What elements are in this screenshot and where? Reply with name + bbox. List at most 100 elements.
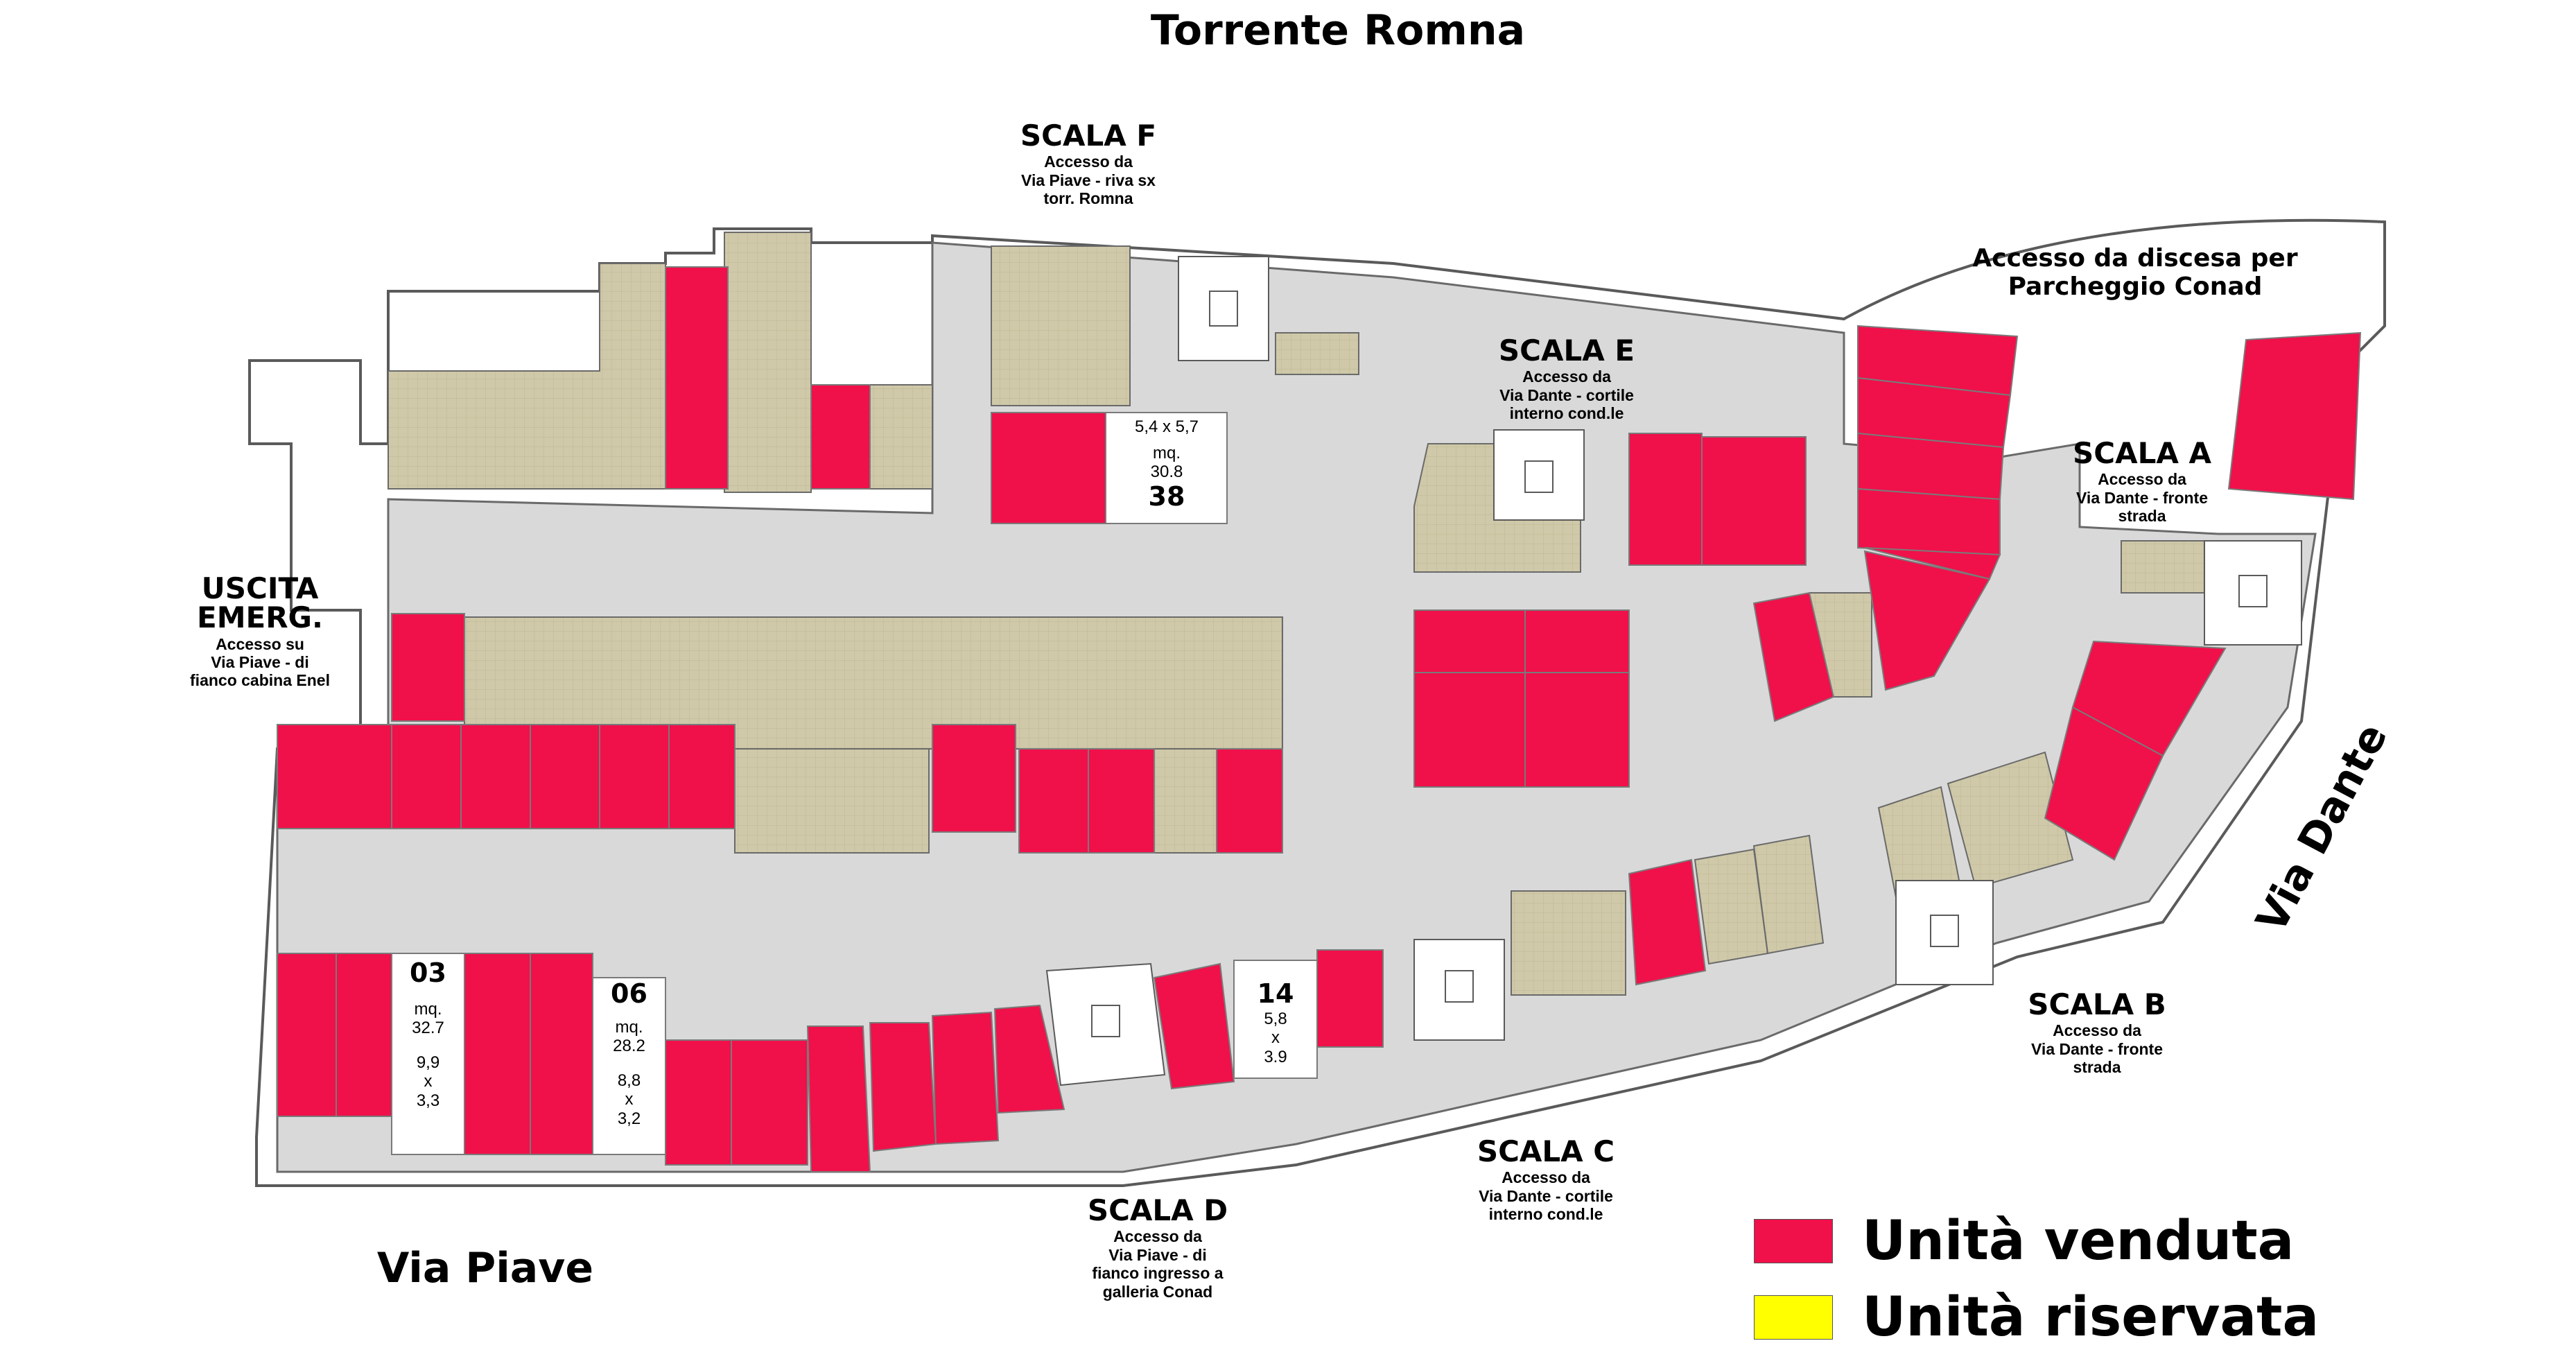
unit [1316, 949, 1384, 1048]
unit [1413, 609, 1526, 673]
unit [391, 613, 465, 722]
unit-03-area-label: mq. [414, 999, 442, 1019]
unit-38-area: 30.8 [1150, 462, 1183, 482]
scala-a-desc-1: Accesso da [2098, 470, 2186, 489]
unit [277, 724, 392, 829]
scala-b-desc-2: Via Dante - fronte [2031, 1039, 2163, 1058]
unit-06-area: 28.2 [613, 1037, 645, 1056]
unit-06-dim-2: x [625, 1090, 634, 1109]
stair-core-c [1413, 939, 1505, 1041]
unit [336, 953, 392, 1117]
legend-label-reserved: Unità riservata [1862, 1286, 2320, 1349]
stair-core-d [1045, 962, 1166, 1087]
unit [1524, 609, 1630, 673]
scala-f-desc-1: Accesso da [1044, 153, 1133, 171]
unit [665, 1039, 732, 1166]
scala-e-desc-2: Via Dante - cortile [1499, 386, 1634, 404]
stair-core-e [1493, 429, 1585, 521]
unit [1752, 591, 1835, 722]
unit [530, 724, 600, 829]
unit [1628, 858, 1707, 986]
sold-units [277, 266, 2362, 1172]
unit-info-blocks [391, 412, 1318, 1155]
unit-38-area-label: mq. [1152, 443, 1181, 462]
scala-f-title: SCALA F [1020, 119, 1157, 153]
scala-d-title: SCALA D [1087, 1193, 1228, 1227]
unit [1153, 962, 1235, 1090]
scala-b-desc-3: strada [2073, 1058, 2121, 1077]
unit-03-info: 03 mq. 32.7 9,9 x 3,3 [392, 958, 464, 1111]
stair-details [1091, 291, 2268, 1037]
scala-a-desc-3: strada [2118, 507, 2166, 526]
legend-swatch-sold [1754, 1219, 1833, 1263]
legend-label-sold: Unità venduta [1862, 1210, 2295, 1272]
unit [991, 412, 1106, 524]
scala-e-desc-1: Accesso da [1522, 367, 1611, 386]
unit [2227, 331, 2362, 501]
scala-a-title: SCALA A [2073, 436, 2211, 470]
scala-e-title: SCALA E [1498, 334, 1635, 367]
access-scala-e: SCALA E Accesso da Via Dante - cortile i… [1442, 334, 1691, 423]
unit [1524, 672, 1630, 788]
unit-03-dim-2: x [424, 1072, 433, 1091]
unit-03-dim-1: 9,9 [416, 1053, 440, 1072]
unit-14-dim-3: 3.9 [1264, 1047, 1287, 1066]
scala-b-title: SCALA B [2028, 987, 2166, 1021]
legend-swatch-reserved [1754, 1295, 1833, 1340]
unit [277, 953, 337, 1117]
unit-03-number: 03 [410, 958, 446, 988]
stair-core-f [1178, 256, 1269, 361]
unit [993, 1004, 1065, 1114]
legend-item-reserved: Unità riservata [1754, 1286, 2319, 1349]
unit-14-info: 14 5,8 x 3.9 [1234, 978, 1317, 1066]
unit [932, 724, 1016, 833]
unit [1628, 433, 1703, 566]
unit-14-dim-2: x [1271, 1028, 1280, 1048]
scala-d-desc-1: Accesso da [1113, 1227, 1202, 1246]
uscita-desc-3: fianco cabina Enel [190, 671, 330, 690]
uscita-desc-1: Accesso su [216, 634, 304, 653]
scala-a-desc-2: Via Dante - fronte [2076, 488, 2208, 507]
unit [391, 724, 462, 829]
unit-06-dim-1: 8,8 [617, 1071, 641, 1090]
street-torrente-romna: Torrente Romna [1150, 6, 1526, 55]
unit [665, 266, 729, 490]
access-scala-c: SCALA C Accesso da Via Dante - cortile i… [1421, 1134, 1671, 1224]
scala-d-desc-2: Via Piave - di [1108, 1245, 1207, 1264]
scala-c-desc-1: Accesso da [1502, 1168, 1590, 1187]
unit [530, 953, 593, 1155]
unit [668, 724, 736, 829]
unit-06-number: 06 [611, 978, 647, 1009]
parcheggio-title-1: Accesso da discesa per [1972, 244, 2298, 272]
unit [931, 1011, 1000, 1145]
unit [1864, 547, 2001, 580]
unit-38-info: 5,4 x 5,7 mq. 30.8 38 [1107, 417, 1226, 512]
unit [464, 953, 531, 1155]
stair-core-a [2204, 540, 2302, 646]
access-scala-f: SCALA F Accesso da Via Piave - riva sx t… [971, 119, 1206, 208]
unit-38-number: 38 [1148, 481, 1185, 512]
unit [599, 724, 670, 829]
unit [806, 1026, 871, 1172]
scala-f-desc-3: torr. Romna [1043, 189, 1133, 208]
access-uscita-emergenza: USCITA EMERG. Accesso su Via Piave - di … [170, 571, 350, 690]
unit [460, 724, 531, 829]
unit-06-area-label: mq. [615, 1017, 643, 1037]
scala-b-desc-1: Accesso da [2053, 1021, 2141, 1040]
unit-03-area: 32.7 [412, 1019, 444, 1038]
unit-06-dim-3: 3,2 [617, 1109, 641, 1129]
unit [1863, 550, 1991, 691]
uscita-desc-2: Via Piave - di [211, 653, 309, 672]
unit-03-dim-3: 3,3 [416, 1091, 440, 1111]
unit [2044, 706, 2164, 861]
access-scala-b: SCALA B Accesso da Via Dante - fronte st… [1983, 987, 2211, 1077]
scala-e-desc-3: interno cond.le [1509, 404, 1624, 423]
unit [1413, 672, 1526, 788]
uscita-title-1: USCITA [201, 571, 319, 605]
unit [1857, 487, 2001, 556]
unit [869, 1022, 937, 1152]
parcheggio-title-2: Parcheggio Conad [2008, 272, 2263, 302]
unit [1088, 748, 1155, 854]
scala-d-desc-3: fianco ingresso a [1092, 1264, 1224, 1283]
